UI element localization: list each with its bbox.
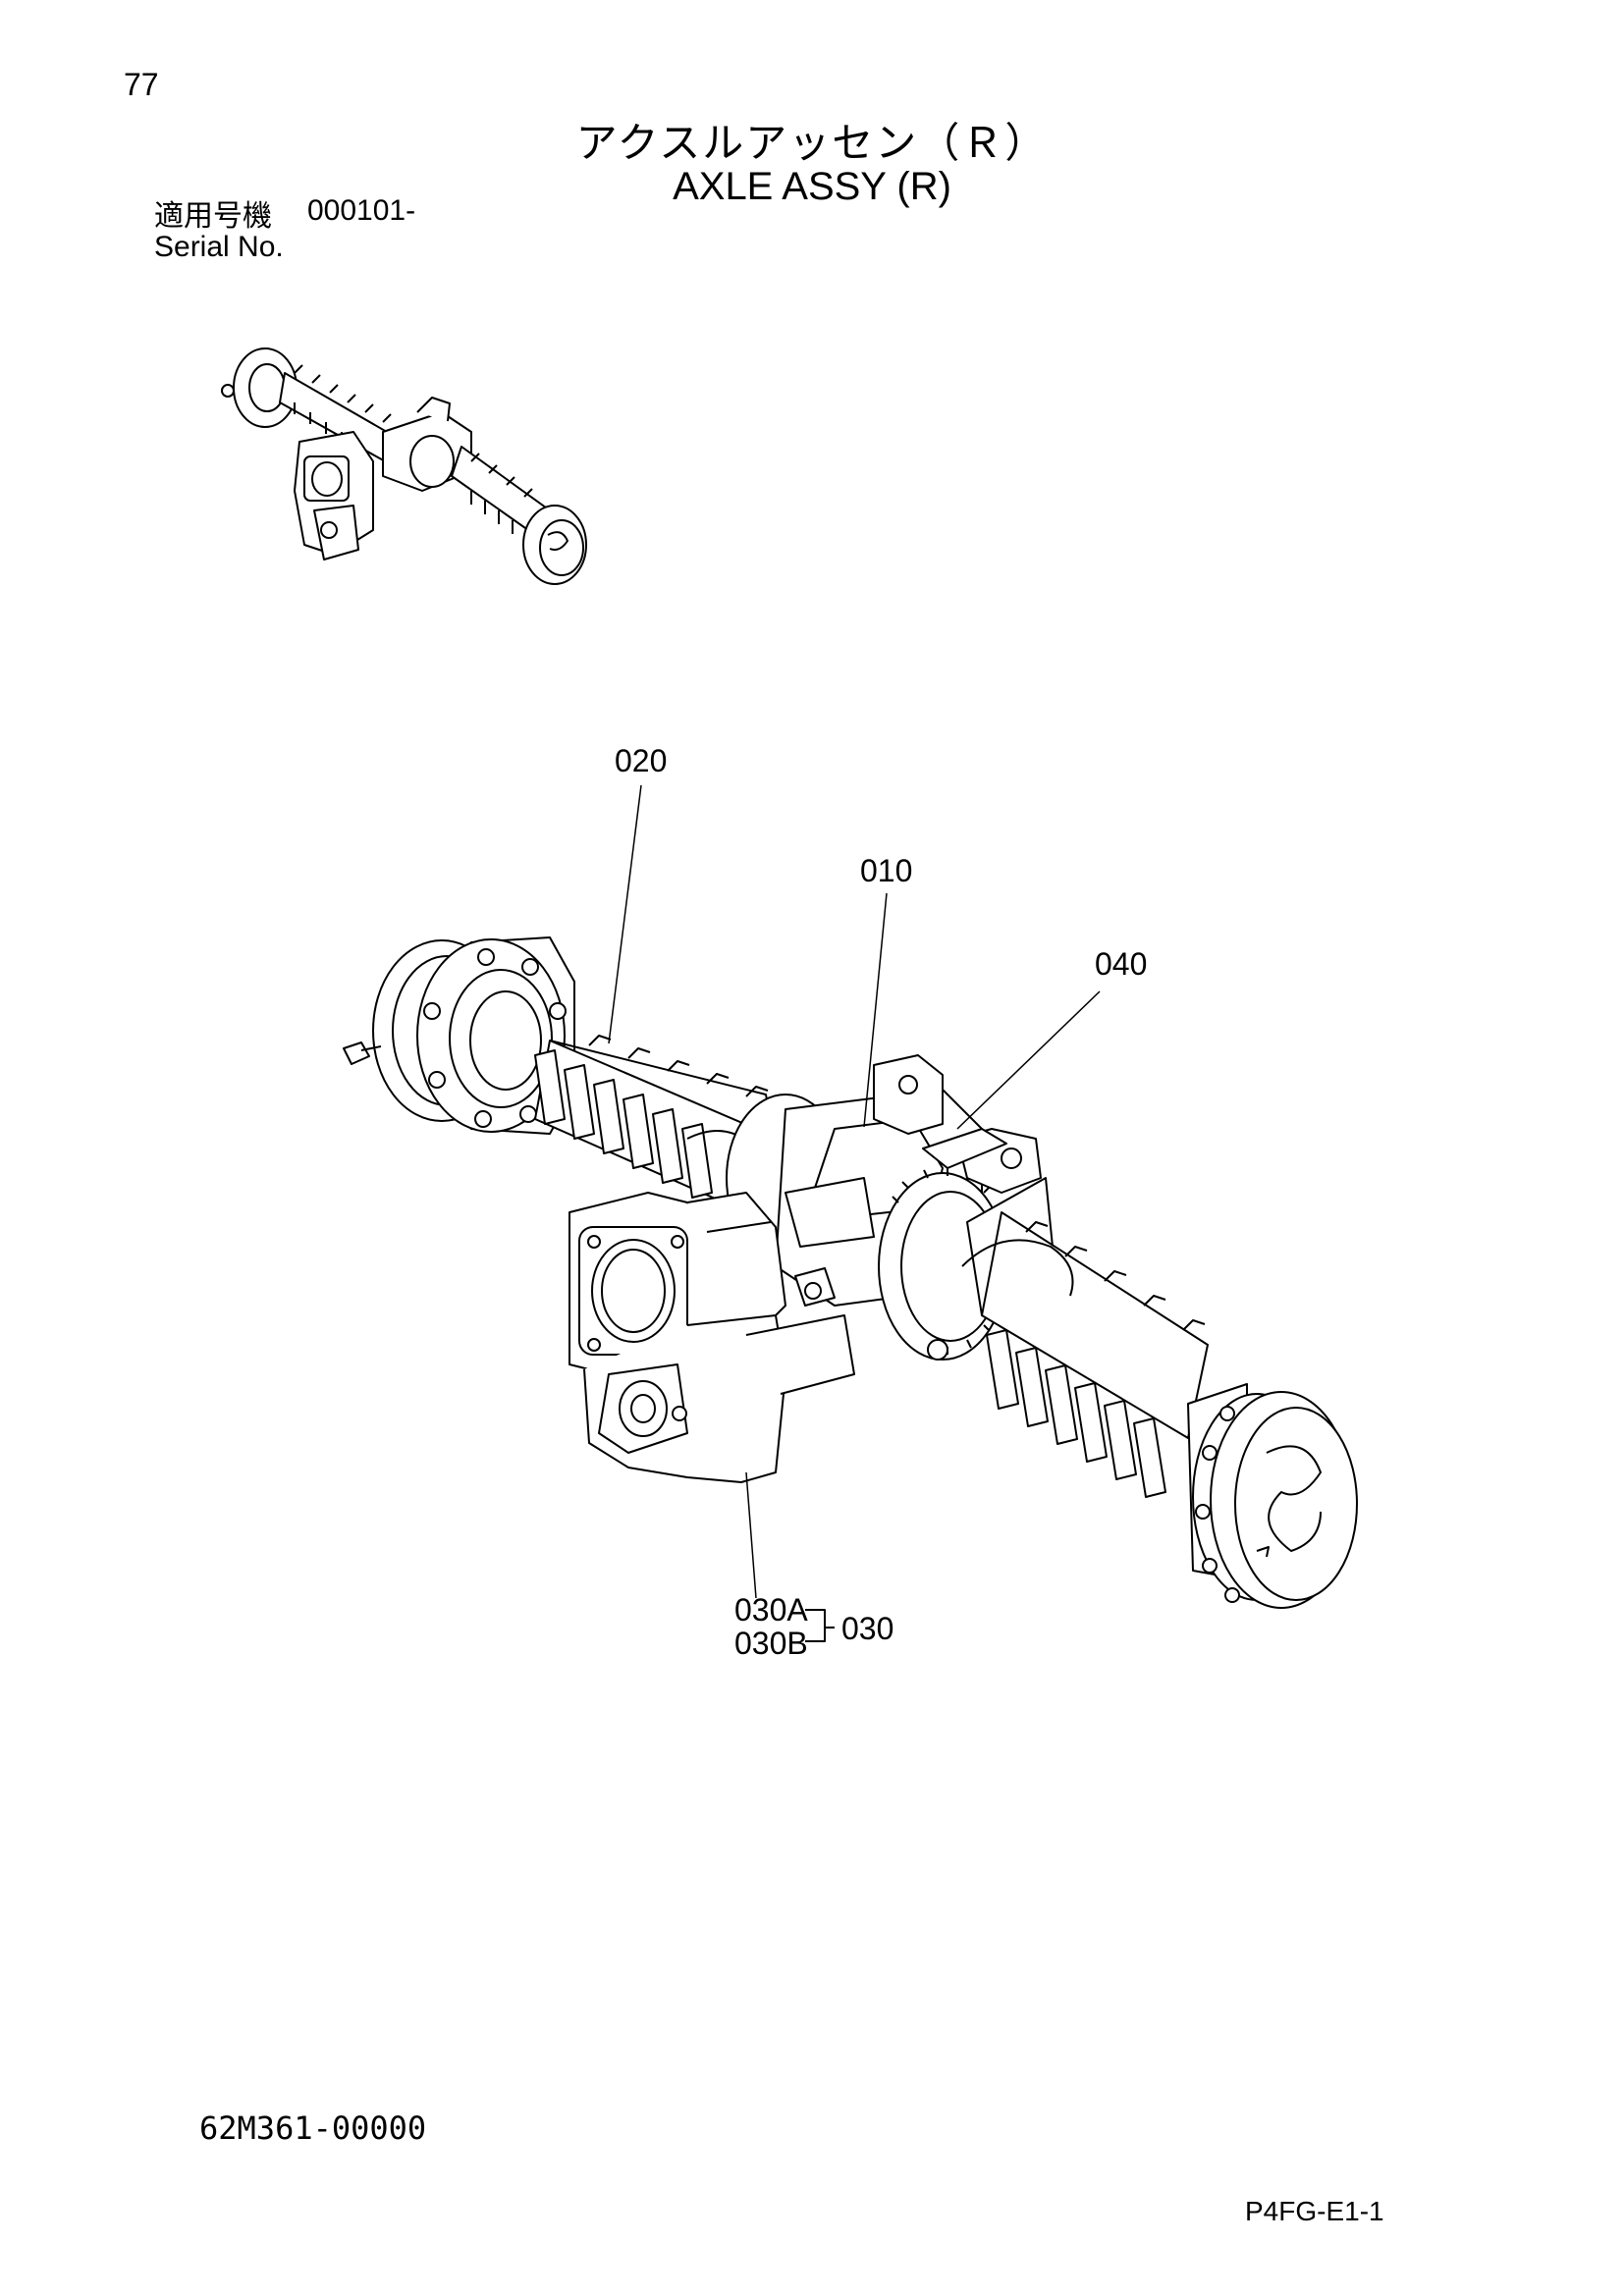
drawing-number: 62M361-00000 <box>199 2109 427 2147</box>
left-hub-flange <box>343 936 575 1135</box>
page-title-japanese: アクスルアッセン（Ｒ） <box>575 119 1049 167</box>
serial-label: Serial No. <box>154 231 284 263</box>
right-axle-tube <box>961 1211 1209 1498</box>
page-code: P4FG-E1-1 <box>1245 2196 1384 2226</box>
serial-label-japanese: 適用号機 <box>154 199 272 234</box>
callout-010: 010 <box>860 853 912 888</box>
callout-020: 020 <box>615 743 667 778</box>
page-number: 77 <box>124 67 159 102</box>
axle-main-drawing <box>343 936 1358 1609</box>
carrier-housing <box>568 1192 855 1483</box>
callout-030b: 030B <box>734 1626 808 1661</box>
callout-030a: 030A <box>734 1592 808 1628</box>
axle-thumbnail <box>221 347 587 585</box>
leader-lines <box>608 784 1101 1642</box>
callout-040: 040 <box>1095 946 1147 982</box>
right-hub-cap <box>1187 1383 1358 1609</box>
page-title: AXLE ASSY (R) <box>673 165 951 208</box>
callout-030: 030 <box>841 1611 893 1646</box>
serial-number-range: 000101- <box>307 194 416 227</box>
